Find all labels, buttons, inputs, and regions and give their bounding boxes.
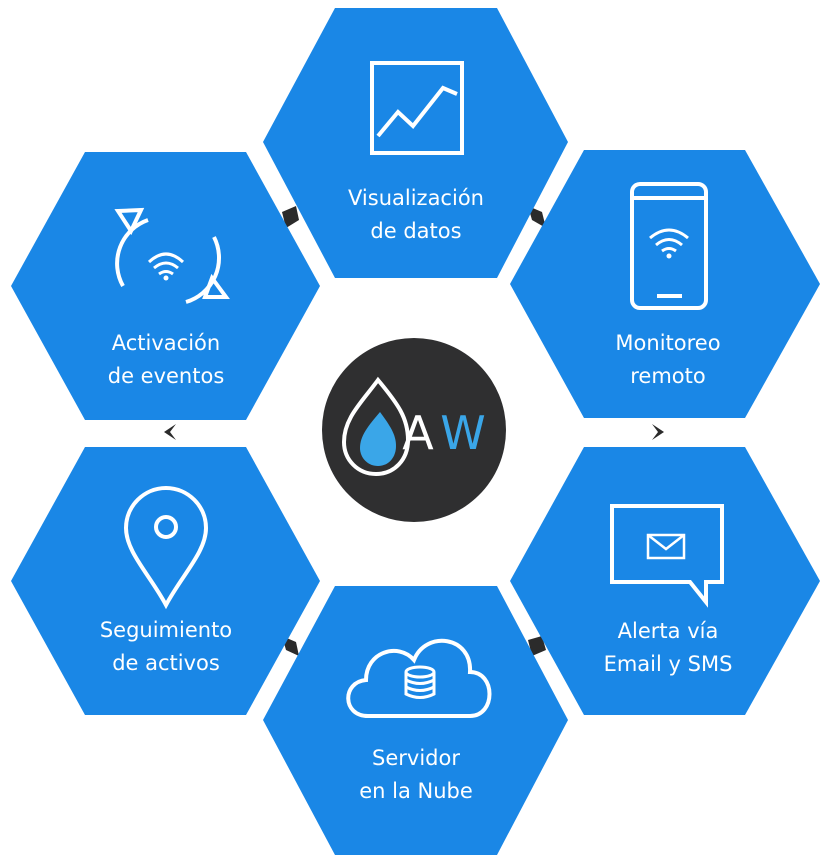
connector-chevron (164, 424, 176, 440)
logo-letter-a: A (402, 406, 434, 460)
logo-letter-w: W (440, 406, 485, 460)
connector-chevron (528, 206, 546, 228)
node-label-line1: Visualización (348, 186, 484, 210)
node-label-line2: de eventos (108, 364, 225, 388)
connector-chevron (652, 424, 664, 440)
hexagon-shape (263, 586, 568, 855)
node-label-line2: en la Nube (359, 779, 473, 803)
hex-node-cloud-server: Servidor en la Nube (263, 586, 568, 855)
hexagon-shape (510, 150, 820, 418)
node-label-line1: Monitoreo (615, 331, 720, 355)
hex-node-visualization: Visualización de datos (263, 8, 568, 278)
node-label-line2: de datos (370, 219, 461, 243)
center-logo: A W (322, 338, 506, 522)
hex-node-alerts: Alerta vía Email y SMS (510, 447, 820, 715)
node-label-line1: Alerta vía (618, 619, 719, 643)
node-label-line1: Seguimiento (100, 618, 232, 642)
sync-wifi-icon (114, 207, 230, 304)
hexagon-shape (263, 8, 568, 278)
cloud-database-icon (346, 638, 492, 718)
node-label-line2: Email y SMS (604, 652, 733, 676)
node-label-line1: Activación (112, 331, 220, 355)
hexagon-shape (11, 447, 320, 715)
map-pin-icon (123, 485, 209, 610)
line-chart-icon (370, 61, 464, 155)
hexagon-shape (11, 152, 320, 420)
water-drop-icon (341, 376, 411, 477)
logo-circle (322, 338, 506, 522)
hex-node-asset-tracking: Seguimiento de activos (11, 447, 320, 715)
connector-chevron (528, 636, 546, 656)
node-label-line1: Servidor (372, 746, 460, 770)
node-label-line2: remoto (630, 364, 705, 388)
node-label-line2: de activos (112, 651, 220, 675)
connector-chevron (282, 206, 299, 228)
email-message-icon (610, 504, 724, 608)
hex-node-monitoring: Monitoreo remoto (510, 150, 820, 418)
smartphone-wifi-icon (630, 182, 708, 310)
hex-node-event-trigger: Activación de eventos (11, 152, 320, 420)
